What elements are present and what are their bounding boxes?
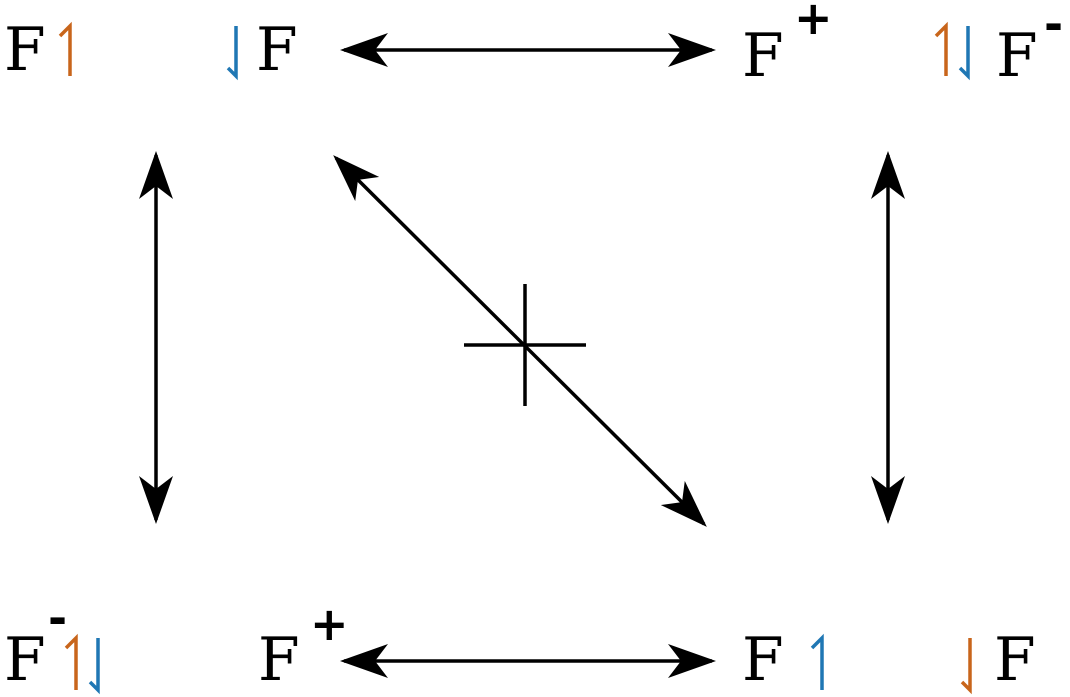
spin-up-icon <box>934 21 948 76</box>
spin-down-icon <box>88 638 100 695</box>
equilibrium-arrows <box>139 33 905 678</box>
bottom-left-ion-pos: F <box>258 625 300 695</box>
spin-down-icon <box>960 638 972 695</box>
bottom-left-neg-charge: - <box>48 591 67 645</box>
top-left-radical-pair: F F <box>4 15 298 85</box>
bottom-right-atom-b: F <box>994 625 1036 695</box>
diagonal-double-arrow <box>333 155 707 527</box>
bottom-right-radical-pair: F F <box>742 625 1036 695</box>
spin-up-icon <box>64 633 78 690</box>
cross-mark-icon <box>464 284 586 406</box>
bottom-left-ion-pair: F - F + <box>4 591 349 695</box>
top-right-ion-neg: F <box>996 21 1038 91</box>
top-left-atom-b: F <box>256 15 298 85</box>
spin-down-icon <box>958 26 970 81</box>
top-right-pos-charge: + <box>794 0 833 45</box>
spin-down-icon <box>226 26 238 81</box>
bottom-left-pos-charge: + <box>310 597 349 651</box>
top-left-atom-a: F <box>4 15 46 85</box>
bottom-left-ion-neg: F <box>4 625 46 695</box>
bottom-right-atom-a: F <box>742 625 784 695</box>
spin-up-icon <box>810 633 824 690</box>
top-right-ion-pos: F <box>742 21 784 91</box>
top-right-ion-pair: F + F - <box>742 0 1063 91</box>
top-right-neg-charge: - <box>1044 0 1063 51</box>
spin-up-icon <box>58 21 72 76</box>
